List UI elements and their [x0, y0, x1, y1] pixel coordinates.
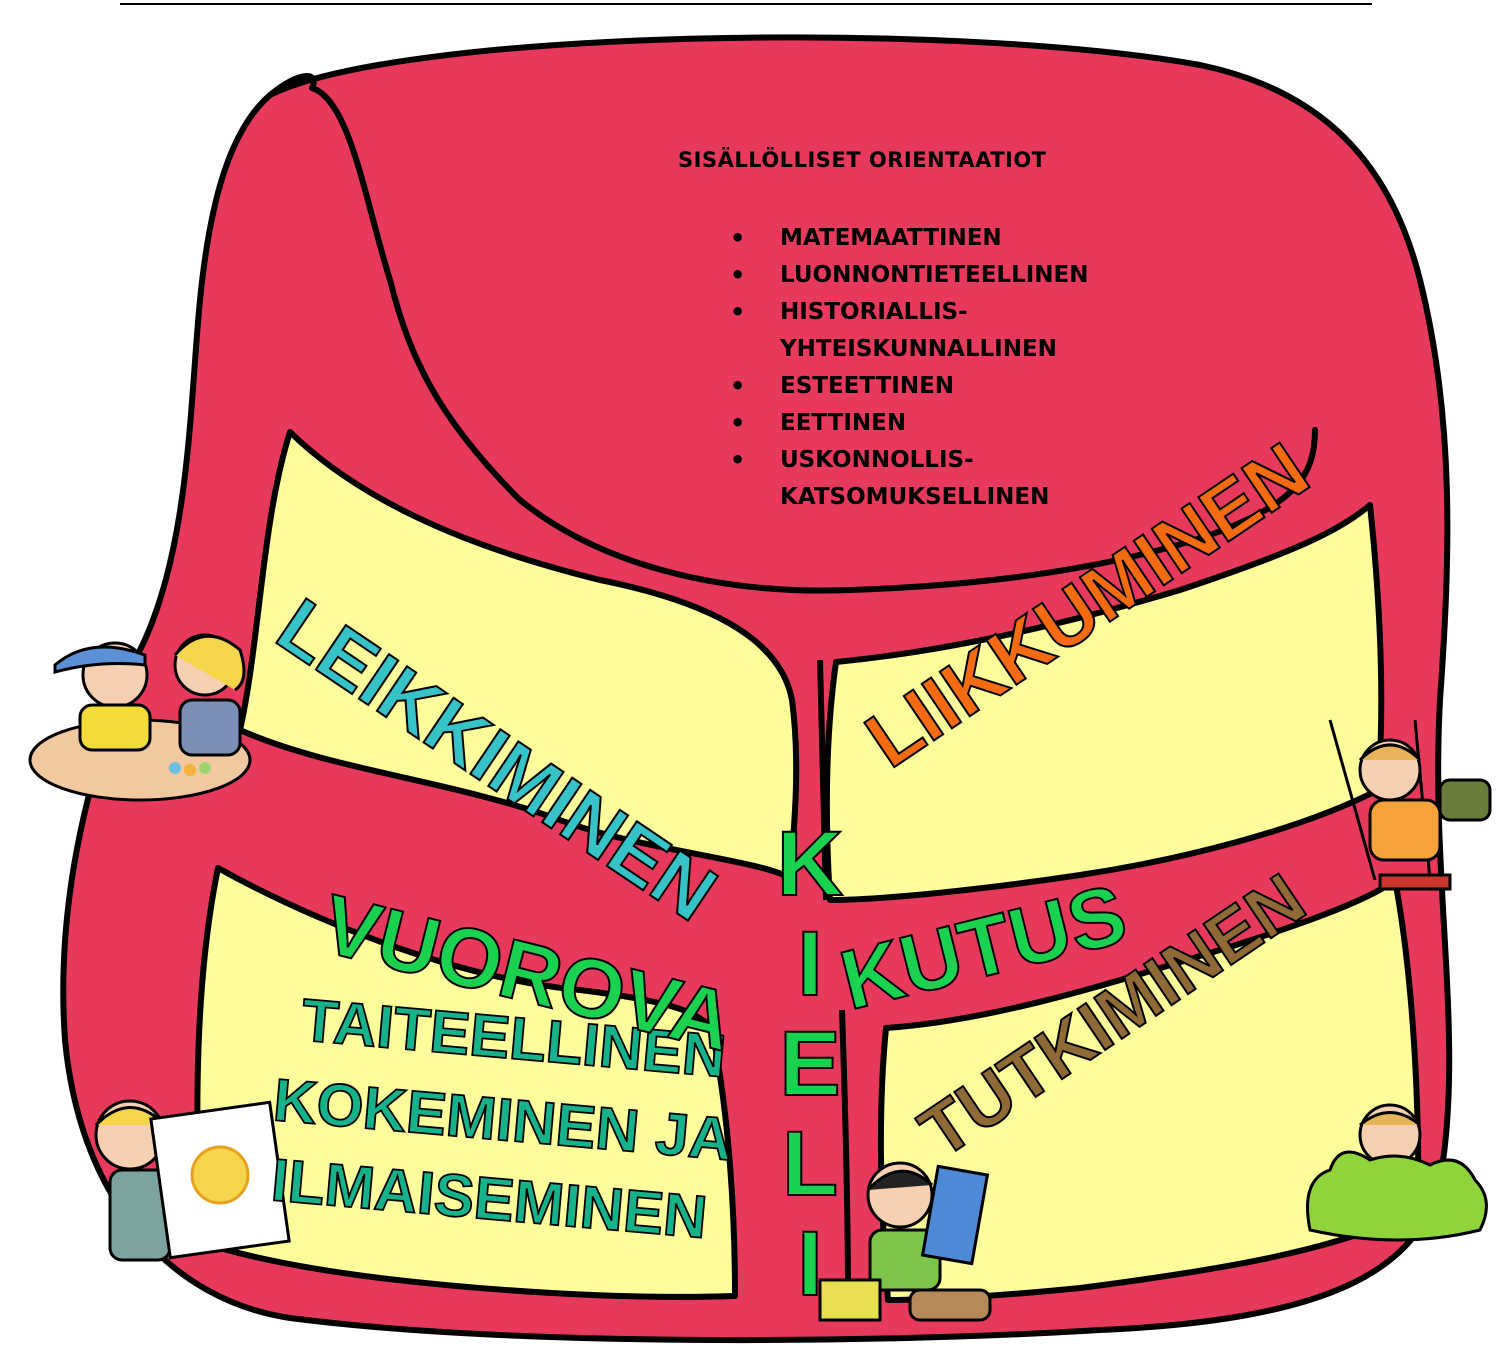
- orientation-line: HISTORIALLIS-: [780, 294, 1198, 331]
- orientation-line: LUONNONTIETEELLINEN: [780, 257, 1198, 294]
- vertical-letter-4: L: [782, 1113, 838, 1215]
- orientation-item: ESTEETTINEN: [678, 368, 1198, 405]
- orientations-block: SISÄLLÖLLISET ORIENTAATIOT MATEMAATTINEN…: [678, 148, 1198, 516]
- vertical-letter-3: E: [779, 1013, 840, 1115]
- orientation-item: MATEMAATTINEN: [678, 220, 1198, 257]
- orientation-item: LUONNONTIETEELLINEN: [678, 257, 1198, 294]
- orientation-line: USKONNOLLIS-: [780, 442, 1198, 479]
- children-playing-icon: [30, 635, 250, 800]
- vertical-letter-2: I: [797, 913, 823, 1015]
- orientation-line: EETTINEN: [780, 405, 1198, 442]
- orientation-line: YHTEISKUNNALLINEN: [780, 331, 1198, 368]
- orientation-item: EETTINEN: [678, 405, 1198, 442]
- orientations-list: MATEMAATTINEN LUONNONTIETEELLINEN HISTOR…: [678, 220, 1198, 516]
- child-drawing-icon: [96, 1101, 289, 1260]
- vertical-letter-5: I: [797, 1213, 823, 1315]
- orientation-line: KATSOMUKSELLINEN: [780, 479, 1198, 516]
- orientation-item: HISTORIALLIS-YHTEISKUNNALLINEN: [678, 294, 1198, 368]
- orientation-line: ESTEETTINEN: [780, 368, 1198, 405]
- vertical-letter-1: K: [777, 813, 843, 915]
- orientations-title: SISÄLLÖLLISET ORIENTAATIOT: [678, 148, 1198, 172]
- orientation-item: USKONNOLLIS-KATSOMUKSELLINEN: [678, 442, 1198, 516]
- orientation-line: MATEMAATTINEN: [780, 220, 1198, 257]
